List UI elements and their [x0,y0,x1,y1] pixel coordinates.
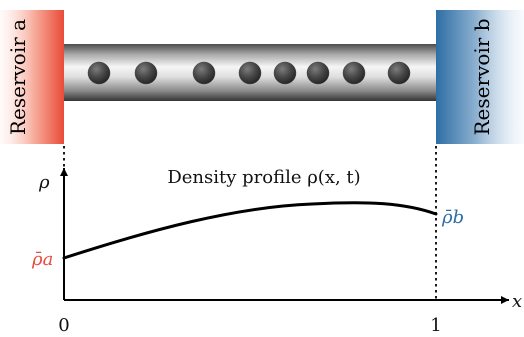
x-tick-label-1: 1 [430,315,441,336]
x-axis-symbol: x [512,291,522,312]
particle [238,61,262,85]
particle [342,61,366,85]
left-value-label: ρ̄a [31,249,53,270]
right-value-label: ρ̄b [441,207,464,228]
particle [273,61,297,85]
reservoir-a-label: Reservoir a [6,19,30,135]
particle [387,61,411,85]
particle [306,61,330,85]
reservoir-b-panel [436,10,524,144]
profile-title: Density profile ρ(x, t) [167,167,360,188]
y-axis-symbol: ρ [38,172,50,193]
reservoir-b-label: Reservoir b [470,18,494,135]
reservoir-a: Reservoir a [0,10,64,144]
particle [134,61,158,85]
x-tick-label-0: 0 [58,315,69,336]
density-curve [62,201,438,260]
reservoir-a-panel [0,10,64,144]
particle [87,61,111,85]
particle [192,61,216,85]
particle-group [87,61,411,85]
profile-axes [60,168,509,304]
reservoir-b: Reservoir b [436,10,524,144]
channel [64,44,436,101]
